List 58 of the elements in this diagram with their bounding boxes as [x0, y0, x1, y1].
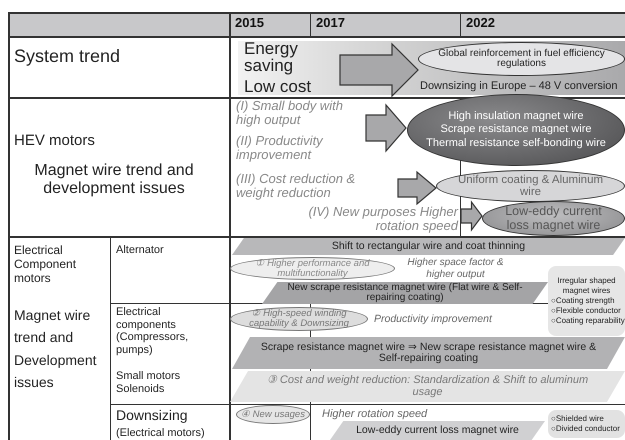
- year-heading: 2022: [466, 16, 496, 31]
- row-heading: Magnet wire trend and development issues: [33, 162, 195, 199]
- trend-note: Downsizing in Europe – 48 V conversion: [420, 80, 619, 93]
- goal-ellipse: [236, 405, 310, 424]
- row-heading: Electrical components (Compressors, pumps): [116, 306, 190, 357]
- shape-text: Shift to rectangular wire and coat thinning: [330, 240, 526, 252]
- note-text: ○Flexible conductor: [551, 306, 622, 316]
- shape-text: ① Higher performance and multifunctionality: [254, 258, 371, 278]
- row-heading: (Electrical motors): [116, 427, 206, 440]
- shape-text: ③ Cost and weight reduction: Standardization & Shift to aluminum usage: [266, 374, 590, 398]
- issue-text: (III) Cost reduction & weight reduction: [236, 172, 356, 201]
- trend-band: [262, 282, 548, 304]
- product-ellipse: [436, 170, 625, 202]
- note-text: Irregular shaped magnet wires: [556, 276, 617, 296]
- issue-text: Energy saving: [244, 40, 299, 74]
- row-heading: Downsizing: [116, 407, 189, 424]
- shape-text: Low-eddy current loss magnet wire: [355, 424, 520, 436]
- shape-text: Thermal resistance self-bonding wire: [425, 138, 607, 150]
- shape-text: High insulation magnet wire: [447, 110, 585, 122]
- shape-text: Uniform coating & Aluminum wire: [456, 174, 604, 198]
- issue-text: (II) Productivity improvement: [236, 134, 324, 163]
- year-heading: 2015: [235, 16, 265, 31]
- product-ellipse: [482, 201, 625, 236]
- year-heading: 2017: [316, 16, 346, 31]
- row-heading: Small motors Solenoids: [116, 370, 182, 396]
- shape-text: ④ New usages: [240, 410, 306, 420]
- row-heading: Alternator: [116, 244, 165, 257]
- shape-text: Low-eddy current loss magnet wire: [504, 205, 603, 232]
- issue-text: (IV) New purposes Higher rotation speed: [307, 205, 458, 234]
- block-arrow: [365, 103, 407, 153]
- trend-note: Higher space factor & higher output: [406, 257, 505, 280]
- block-arrow: [339, 42, 419, 98]
- row-heading: System trend: [14, 46, 122, 67]
- trend-band: [230, 371, 625, 402]
- trend-band: [232, 337, 625, 369]
- goal-ellipse: [230, 257, 395, 280]
- note-box: [548, 266, 625, 336]
- shape-text: ② High-speed winding capability & Downsizing: [248, 309, 350, 329]
- row-heading: Electrical Component motors: [14, 244, 78, 286]
- trend-band: [232, 238, 625, 255]
- shape-text: Scrape resistance magnet wire ⇒ New scrape resistance magnet wire & Self-repairing coating: [260, 342, 598, 364]
- shape-text: New scrape resistance magnet wire (Flat wire & Self-repairing coating): [286, 282, 524, 304]
- note-box: [548, 410, 625, 438]
- block-arrow: [397, 170, 437, 206]
- trend-note: Higher rotation speed: [322, 408, 428, 421]
- note-text: ○Shielded wire: [551, 414, 605, 424]
- shape-text: Scrape resistance magnet wire: [439, 124, 592, 136]
- trend-note: Productivity improvement: [374, 313, 494, 326]
- note-text: ○Coating strength: [551, 296, 616, 306]
- block-arrow: [460, 200, 483, 232]
- row-heading: Magnet wire trend and Development issues: [14, 306, 98, 392]
- trend-band: [330, 421, 545, 440]
- goal-ellipse: [230, 307, 368, 331]
- note-text: ○Divided conductor: [551, 424, 621, 434]
- row-heading: HEV motors: [14, 132, 96, 150]
- shape-text: Global reinforcement in fuel efficiency regulations: [437, 48, 606, 70]
- issue-text: Low cost: [244, 78, 312, 95]
- issue-text: (I) Small body with high output: [236, 99, 344, 128]
